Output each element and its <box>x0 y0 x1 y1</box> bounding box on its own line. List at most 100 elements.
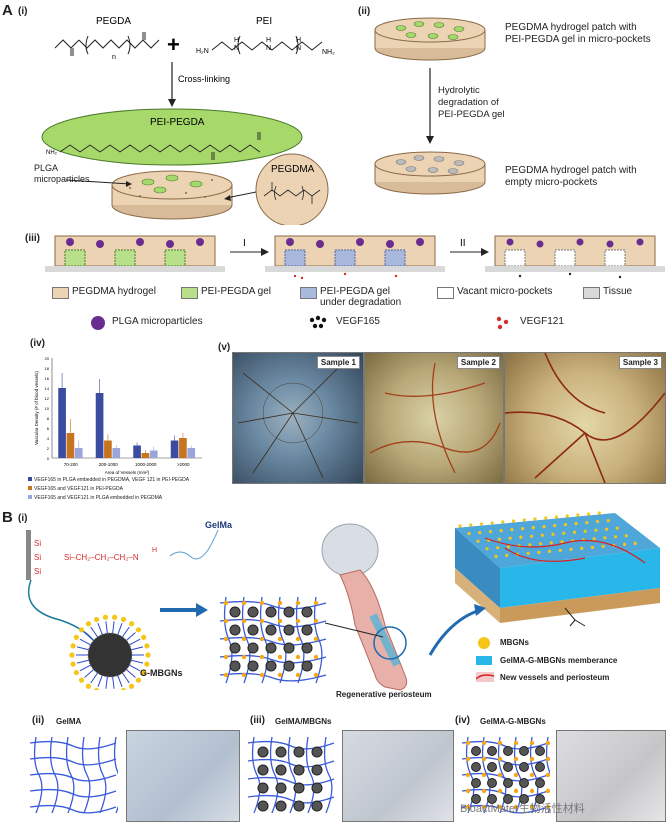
gmbgn-grafting-scheme: Si Si Si Si–CH₂–CH₂–CH₂–N H <box>26 529 219 690</box>
mbgn-link-dot <box>481 756 487 762</box>
panel-b-sub-i: (i) <box>18 513 28 524</box>
sample-3-photo: Sample 3 <box>504 352 666 484</box>
x-tick-label: >2000 <box>177 462 190 467</box>
mbgn-particle <box>487 762 497 772</box>
np-dot <box>128 683 135 689</box>
mbgn-link-dot <box>545 740 550 746</box>
gelma-g-mbgns-network <box>461 736 550 814</box>
mbgn-particle <box>247 624 259 636</box>
y-tick-label: 18 <box>45 366 50 371</box>
mbgn-particle <box>275 764 287 776</box>
mbgn-particle <box>519 762 529 772</box>
block-dot <box>529 534 534 538</box>
mbgn-link-dot <box>259 636 265 642</box>
block-dot <box>613 535 618 539</box>
mbgn-particle <box>229 606 241 618</box>
mbgn-link-dot <box>313 636 319 642</box>
pei-label: PEI <box>256 16 272 27</box>
mbgn-particle <box>503 778 513 788</box>
pei-pegda-ellipse <box>41 108 303 166</box>
legend-label-degradation: PEI-PEGDA gel under degradation <box>320 286 402 308</box>
np-ray <box>97 623 103 635</box>
mesh-strand <box>461 772 549 782</box>
legend-label-vegf165: VEGF165 <box>336 316 380 327</box>
np-dot <box>85 683 92 689</box>
sample-3-label: Sample 3 <box>618 356 662 369</box>
mbgn-particle <box>293 800 305 812</box>
legend-b-mbgns: MBGNs <box>500 638 529 647</box>
legend-label-vacant: Vacant micro-pockets <box>457 286 553 297</box>
mbgn-link-dot <box>465 740 471 746</box>
mbgn-link-dot <box>513 756 519 762</box>
mbgn-link-dot <box>545 772 550 778</box>
mbgn-particle <box>503 746 513 756</box>
stage-ii-label: II <box>460 238 466 249</box>
block-dot <box>604 527 609 531</box>
mbgn-link-dot <box>497 772 503 778</box>
patch-empty-label: PEGDMA hydrogel patch with empty micro-p… <box>505 165 637 188</box>
svg-text:H: H <box>296 37 301 44</box>
block-dot <box>469 523 473 527</box>
y-tick-label: 14 <box>45 386 50 391</box>
np-dot <box>78 677 85 683</box>
mbgn-particle <box>257 746 269 758</box>
y-tick-label: 8 <box>47 416 50 421</box>
bar <box>149 450 158 458</box>
np-ray <box>126 632 136 641</box>
np-ray <box>126 669 136 678</box>
block-dot <box>488 530 493 534</box>
mbgn-link-dot <box>277 672 283 678</box>
mbgn-particle <box>487 778 497 788</box>
mbgn-link-dot <box>223 654 229 660</box>
release-stages-scheme: I II <box>45 235 665 280</box>
mbgn-particle <box>229 660 241 672</box>
np-ray <box>112 676 115 689</box>
y-tick-label: 4 <box>47 436 50 441</box>
block-dot <box>467 532 471 536</box>
panel-a-sub-iv: (iv) <box>30 338 45 349</box>
mesh-strand <box>29 772 117 782</box>
x-tick-label: 1000-2000 <box>135 462 157 467</box>
block-dot <box>537 550 541 554</box>
panel-a-sub-iii: (iii) <box>25 233 40 244</box>
x-tick-label: 70-200 <box>64 462 79 467</box>
mbgn-particle <box>311 764 323 776</box>
mbgn-link-dot <box>295 654 301 660</box>
legend-swatch-tissue <box>583 287 600 299</box>
block-dot <box>511 519 516 523</box>
bar <box>112 448 121 458</box>
block-dot <box>538 542 543 546</box>
np-ray <box>117 675 123 687</box>
np-ray <box>97 675 103 687</box>
mbgn-legend-icon <box>478 637 490 649</box>
mbgn-particle <box>535 746 545 756</box>
block-dot <box>622 542 627 546</box>
mesh-strand <box>461 756 549 766</box>
block-dot <box>585 521 589 525</box>
vessels-legend-icon <box>476 672 494 682</box>
hydrolytic-label: Hydrolytic degradation of PEI-PEGDA gel <box>438 85 505 120</box>
block-dot <box>551 532 555 536</box>
stage-i-label: I <box>243 238 246 249</box>
mbgn-particle <box>265 642 277 654</box>
np-ray <box>76 659 89 664</box>
block-dot <box>520 527 525 531</box>
bar <box>170 440 179 458</box>
block-dot <box>506 545 511 549</box>
mbgn-link-dot <box>223 672 229 678</box>
svg-text:N: N <box>234 45 239 52</box>
label-gelma-g-mbgns: GelMA-G-MBGNs <box>480 717 546 726</box>
np-dot <box>78 627 85 633</box>
chart-legend-swatch-3 <box>28 495 32 499</box>
np-dot <box>93 616 100 623</box>
np-ray <box>84 669 94 678</box>
panel-b-sub-ii: (ii) <box>32 715 45 726</box>
mbgn-particle <box>275 782 287 794</box>
mbgn-link-dot <box>241 654 247 660</box>
mbgn-link-dot <box>223 600 229 606</box>
np-dot <box>73 634 79 640</box>
mbgn-link-dot <box>481 772 487 778</box>
svg-text:N: N <box>296 45 301 52</box>
mbgn-link-dot <box>259 618 265 624</box>
block-dot <box>510 528 514 532</box>
